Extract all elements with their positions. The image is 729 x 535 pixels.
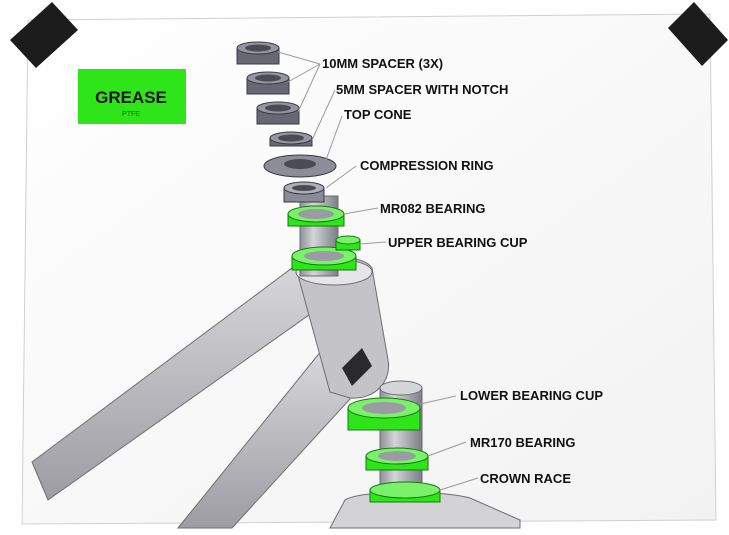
- label-upper-bearing-cup: UPPER BEARING CUP: [388, 235, 528, 250]
- compression-ring: [283, 181, 325, 203]
- upper-cup-ring: [335, 235, 361, 251]
- spacer-10mm-1: [236, 41, 280, 65]
- spacer-10mm-3: [256, 101, 300, 125]
- label-crown-race: CROWN RACE: [480, 471, 571, 486]
- spacer-5mm-notch: [269, 131, 313, 147]
- grease-badge: GREASE PTFE: [78, 69, 186, 124]
- lower-bearing-cup: [347, 397, 421, 431]
- grease-badge-bg: [78, 69, 186, 124]
- mr082-bearing: [287, 205, 345, 227]
- tape-top-right: [668, 2, 728, 66]
- part-labels: 10MM SPACER (3X) 5MM SPACER WITH NOTCH T…: [322, 56, 603, 486]
- leader-lines: [277, 51, 479, 491]
- label-top-cone: TOP CONE: [344, 107, 412, 122]
- label-mr170-bearing: MR170 BEARING: [470, 435, 575, 450]
- label-5mm-spacer: 5MM SPACER WITH NOTCH: [336, 82, 508, 97]
- crown-race: [369, 481, 441, 503]
- cable-port-icon: [342, 348, 372, 386]
- upper-bearing-cup: [291, 246, 357, 271]
- label-10mm-spacer: 10MM SPACER (3X): [322, 56, 443, 71]
- grease-badge-title: GREASE: [95, 88, 167, 107]
- label-mr082-bearing: MR082 BEARING: [380, 201, 485, 216]
- tape-top-left: [10, 2, 78, 68]
- bike-frame: [31, 256, 521, 529]
- top-cone: [263, 154, 337, 178]
- grease-badge-subtitle: PTFE: [122, 111, 140, 118]
- label-compression-ring: COMPRESSION RING: [360, 158, 494, 173]
- spacer-10mm-2: [246, 71, 290, 95]
- mr170-bearing: [365, 447, 429, 471]
- label-lower-bearing-cup: LOWER BEARING CUP: [460, 388, 603, 403]
